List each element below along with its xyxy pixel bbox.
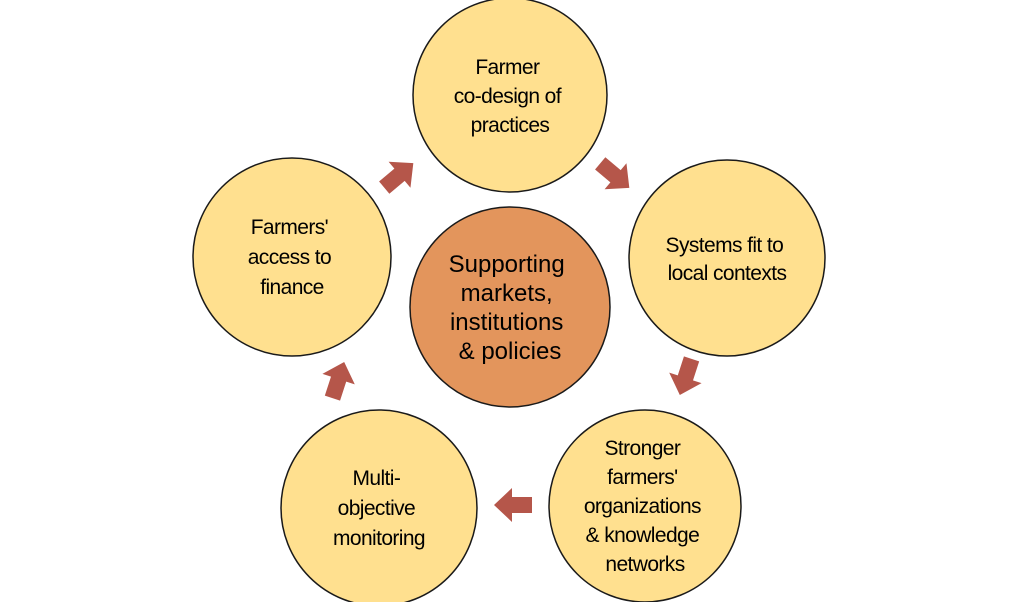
node-label-line: objective bbox=[338, 497, 415, 520]
node-label-line: farmers' bbox=[607, 466, 677, 489]
node-label-line: monitoring bbox=[333, 527, 425, 550]
arrow-finance-to-codesign bbox=[379, 161, 414, 194]
center-node: Supporting markets, institutions & polic… bbox=[409, 206, 611, 408]
node-label-line: organizations bbox=[584, 495, 701, 518]
center-label: Supporting markets, institutions & polic… bbox=[449, 251, 572, 365]
node-label-line: Farmers' bbox=[251, 216, 328, 239]
node-label-line: Farmer bbox=[475, 56, 540, 79]
node-label-line: local contexts bbox=[668, 262, 787, 285]
node-label-line: networks bbox=[605, 553, 684, 576]
node-multi-objective-monitoring: Multi- objective monitoring bbox=[280, 409, 478, 602]
node-label: Multi- objective monitoring bbox=[333, 467, 425, 550]
node-circle bbox=[628, 159, 826, 357]
node-systems-fit: Systems fit to local contexts bbox=[628, 159, 826, 357]
arrow-codesign-to-systems bbox=[595, 157, 630, 190]
arrow-monitoring-to-finance bbox=[322, 361, 355, 401]
node-circle bbox=[280, 409, 478, 602]
center-label-line: institutions bbox=[450, 309, 563, 336]
center-label-line: & policies bbox=[459, 338, 562, 365]
node-circle bbox=[192, 157, 392, 357]
node-circle bbox=[548, 409, 742, 602]
arrow-systems-to-organizations bbox=[669, 356, 702, 396]
node-label: Systems fit to local contexts bbox=[666, 234, 789, 285]
arrows-group bbox=[322, 157, 702, 522]
arrow-organizations-to-monitoring bbox=[494, 488, 532, 522]
node-label: Farmers' access to finance bbox=[248, 216, 337, 299]
node-label-line: practices bbox=[471, 114, 550, 137]
center-label-line: Supporting bbox=[449, 251, 565, 278]
node-label-line: access to bbox=[248, 246, 331, 269]
center-label-line: markets, bbox=[461, 280, 553, 307]
node-label: Farmer co-design of practices bbox=[454, 56, 566, 137]
node-label-line: & knowledge bbox=[586, 524, 700, 547]
node-stronger-organizations: Stronger farmers' organizations & knowle… bbox=[548, 409, 742, 602]
node-label: Stronger farmers' organizations & knowle… bbox=[584, 437, 706, 576]
center-circle bbox=[409, 206, 611, 408]
node-circle bbox=[412, 0, 608, 193]
node-label-line: Stronger bbox=[605, 437, 681, 460]
node-label-line: Systems fit to bbox=[666, 234, 784, 257]
node-farmer-co-design: Farmer co-design of practices bbox=[412, 0, 608, 193]
node-access-to-finance: Farmers' access to finance bbox=[192, 157, 392, 357]
node-label-line: Multi- bbox=[353, 467, 401, 490]
node-label-line: finance bbox=[260, 276, 324, 299]
node-label-line: co-design of bbox=[454, 85, 562, 108]
